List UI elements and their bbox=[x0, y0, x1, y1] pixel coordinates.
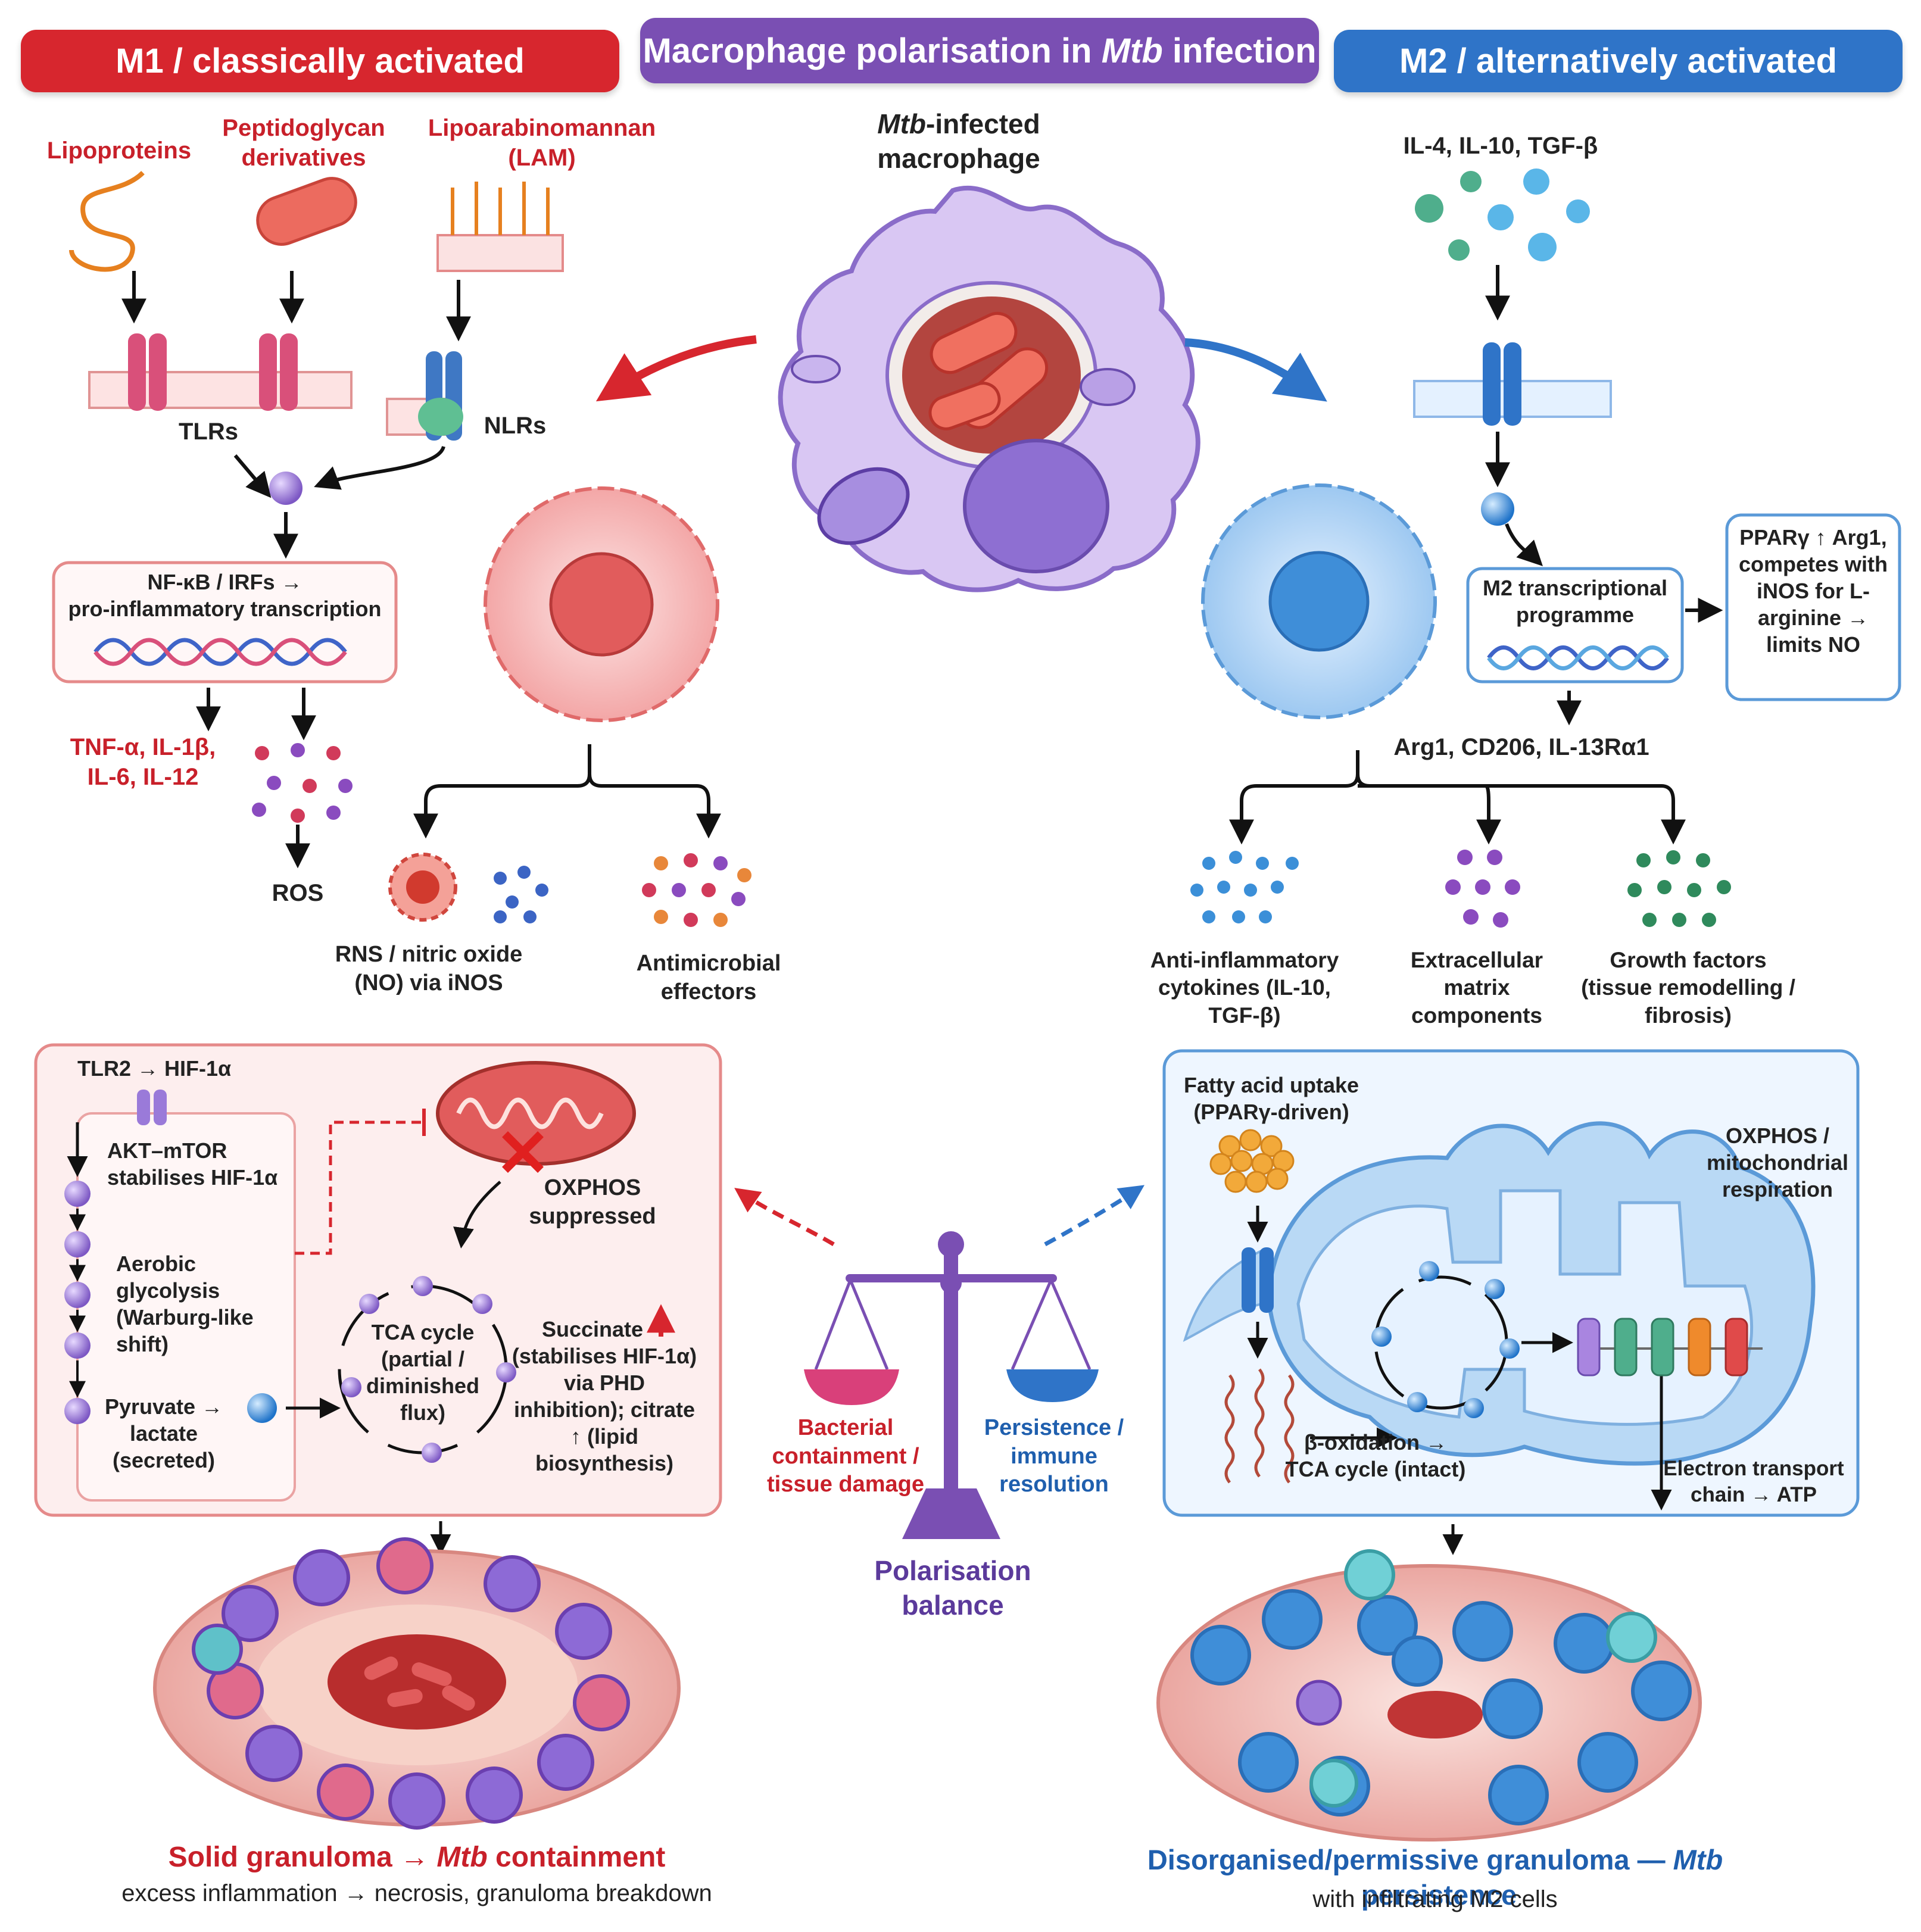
fatty-acid-transporter-icon bbox=[1242, 1247, 1274, 1313]
etc-label: Electron transport chain → ATP bbox=[1663, 1457, 1844, 1506]
permissive-granuloma-icon bbox=[1156, 1549, 1702, 1842]
akt-label: AKT–mTOR stabilises HIF-1α bbox=[107, 1138, 278, 1190]
arrow-to-m1 bbox=[595, 335, 757, 402]
m2-programme-label: M2 transcriptional programme bbox=[1482, 576, 1668, 627]
infected-macrophage-label: Mtb-infected macrophage bbox=[877, 108, 1040, 174]
lam-label: Lipoarabinomannan (LAM) bbox=[428, 115, 656, 171]
m2-granuloma-title: Disorganised/permissive granuloma — Mtb … bbox=[1147, 1844, 1723, 1911]
m2-receptor-membrane-icon bbox=[1413, 342, 1612, 426]
nlr-membrane-icon bbox=[386, 351, 463, 441]
nlrs-label: NLRs bbox=[484, 413, 547, 439]
balance-scale-icon bbox=[804, 1231, 1099, 1539]
ros-particles-icon bbox=[252, 743, 353, 823]
fatty-acid-label: Fatty acid uptake (PPARγ-driven) bbox=[1183, 1073, 1359, 1124]
m2-dna-icon bbox=[1487, 645, 1669, 670]
balance-title: Polarisation balance bbox=[874, 1555, 1031, 1621]
title-banner: Macrophage polarisation in Mtb infection bbox=[640, 18, 1319, 83]
oxphos-suppressed-label: OXPHOS suppressed bbox=[529, 1175, 656, 1229]
lipoprotein-icon bbox=[69, 171, 145, 272]
oxphos-m2-label: OXPHOS / mitochondrial respiration bbox=[1706, 1123, 1848, 1201]
page-title: Macrophage polarisation in Mtb infection bbox=[643, 31, 1317, 70]
ecm-label: Extracellular matrix components bbox=[1410, 948, 1543, 1028]
infected-macrophage-icon bbox=[778, 185, 1200, 592]
fatty-acid-chain-icon bbox=[1224, 1368, 1295, 1484]
balance-left-label: Bacterial containment / tissue damage bbox=[767, 1415, 924, 1497]
peptidoglycan-icon bbox=[256, 177, 357, 246]
fatty-acid-cluster-icon bbox=[1209, 1129, 1295, 1193]
glycolysis-label: Aerobic glycolysis (Warburg-like shift) bbox=[116, 1251, 254, 1356]
electron-transport-chain-icon bbox=[1577, 1318, 1763, 1377]
tca-cycle-m1-icon bbox=[338, 1276, 516, 1463]
adaptor-node-icon bbox=[269, 472, 303, 505]
m1-granuloma-title: Solid granuloma → Mtb containment bbox=[168, 1842, 666, 1873]
succinate-label: Succinate (stabilises HIF-1α) via PHD in… bbox=[512, 1317, 697, 1475]
tlrs-label: TLRs bbox=[179, 419, 238, 445]
m1-cytokines-label: TNF-α, IL-1β, IL-6, IL-12 bbox=[70, 734, 216, 790]
antimicrobial-label: Antimicrobial effectors bbox=[636, 951, 781, 1004]
m2-banner-text: M2 / alternatively activated bbox=[1399, 42, 1837, 80]
lam-icon bbox=[436, 182, 564, 272]
transcription-label: NF-κB / IRFs → pro-inflammatory transcri… bbox=[68, 570, 382, 621]
tlr2-receptor-icon bbox=[137, 1090, 167, 1125]
m1-macrophage-icon bbox=[484, 486, 719, 722]
lipoproteins-label: Lipoproteins bbox=[46, 138, 192, 164]
anti-inflammatory-label: Anti-inflammatory cytokines (IL-10, TGF-… bbox=[1150, 948, 1339, 1028]
m2-granuloma-subtitle: with infiltrating M2 cells bbox=[1312, 1886, 1558, 1912]
arrow-to-m2 bbox=[1184, 338, 1327, 402]
growth-factors-label: Growth factors (tissue remodelling / fib… bbox=[1581, 948, 1795, 1028]
dna-icon bbox=[93, 638, 347, 666]
suppressed-mitochondrion-icon bbox=[436, 1061, 636, 1173]
m2-cytokines-in-label: IL-4, IL-10, TGF-β bbox=[1403, 133, 1598, 159]
antimicrobial-effectors-icon bbox=[642, 853, 751, 927]
rns-icon bbox=[388, 853, 548, 923]
anti-inflammatory-cytokines-icon bbox=[1190, 851, 1299, 923]
solid-granuloma-icon bbox=[153, 1537, 681, 1830]
m2-cytokine-particles-icon bbox=[1415, 168, 1590, 261]
m1-banner: M1 / classically activated bbox=[21, 30, 619, 92]
tca-m1-label: TCA cycle (partial / diminished flux) bbox=[366, 1320, 480, 1425]
balance-right-label: Persistence / immune resolution bbox=[984, 1415, 1124, 1497]
m2-markers-label: Arg1, CD206, IL-13Rα1 bbox=[1393, 734, 1649, 760]
m2-banner: M2 / alternatively activated bbox=[1334, 30, 1903, 92]
rns-label: RNS / nitric oxide (NO) via iNOS bbox=[335, 942, 523, 995]
m1-banner-text: M1 / classically activated bbox=[116, 42, 525, 80]
ppar-label: PPARγ ↑ Arg1, competes with iNOS for L-a… bbox=[1738, 525, 1888, 657]
growth-factors-icon bbox=[1627, 850, 1731, 927]
m2-adaptor-node-icon bbox=[1481, 492, 1514, 526]
tlr2-label: TLR2 → HIF-1α bbox=[77, 1056, 232, 1081]
tlr-membrane-icon bbox=[88, 333, 353, 411]
tca-cycle-m2-icon bbox=[1371, 1261, 1520, 1418]
m1-granuloma-subtitle: excess inflammation → necrosis, granulom… bbox=[121, 1880, 712, 1906]
pyruvate-label: Pyruvate → lactate (secreted) bbox=[104, 1394, 223, 1472]
ecm-components-icon bbox=[1445, 850, 1520, 928]
beta-oxidation-label: β-oxidation → TCA cycle (intact) bbox=[1285, 1430, 1466, 1481]
m2-macrophage-icon bbox=[1201, 483, 1437, 719]
ros-label: ROS bbox=[272, 880, 324, 906]
glycolysis-chain-icon bbox=[64, 1122, 341, 1424]
ppar-box bbox=[1725, 513, 1901, 701]
peptidoglycan-label: Peptidoglycan derivatives bbox=[222, 115, 385, 171]
